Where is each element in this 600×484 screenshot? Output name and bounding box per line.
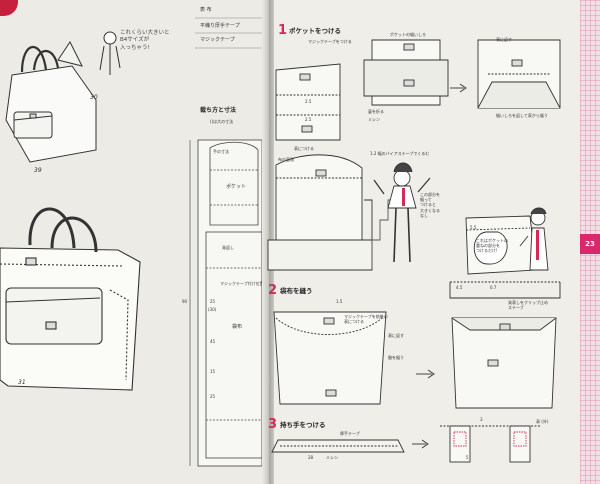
step1-note: マジックテープをつける	[308, 39, 352, 44]
bag-illustration-31	[0, 207, 141, 391]
girl-note: この部分を 縫って つけると 大きくなる なし	[420, 192, 440, 218]
step-title: 袋布を縫う	[280, 287, 313, 295]
bag-illustration-30	[5, 31, 121, 163]
material-row: マジックテープ	[200, 37, 235, 43]
step3-note: 表 (外)	[536, 419, 549, 424]
step3-dim: 3	[480, 417, 483, 422]
step1-note: 裏を折る	[368, 109, 384, 114]
material-row: 表 布	[200, 7, 212, 13]
step2-dim: 0.7	[490, 285, 497, 290]
step2-note: マジックテープを前後の 表につける	[344, 314, 388, 325]
step3-dim: 28	[308, 455, 314, 460]
step-number: 3	[268, 417, 278, 432]
dimension: 90	[182, 299, 188, 304]
step2-dim: 1.5	[336, 299, 343, 304]
cut-label-pocket: ポケット	[226, 184, 247, 190]
figure-number-30: 30	[90, 94, 98, 101]
step1-note: ポケットの縫いしろ	[390, 32, 426, 37]
step1-note: ミシン	[368, 117, 380, 122]
step2-note: 脇を縫う	[388, 355, 404, 360]
dimension: 25	[210, 299, 216, 304]
cutting-subtitle: ()は大の寸法	[210, 119, 234, 124]
speech-bubble: これはポケットの 重ねの部分を つけるだけ!	[476, 238, 508, 254]
step1-dim: 2.5	[305, 117, 312, 122]
step-title: 持ち手をつける	[280, 421, 326, 429]
step-number: 1	[278, 23, 288, 38]
cutting-title: 裁ち方と寸法	[200, 107, 237, 114]
step1-note: 表に返す	[496, 37, 512, 42]
step2-dim: 4.5	[456, 285, 463, 290]
step1-note: 布の裏側	[278, 157, 294, 162]
step3-note: ミシン	[326, 455, 338, 460]
figure-number-31: 31	[18, 379, 26, 386]
cut-label: 発返し	[222, 245, 234, 250]
step2-note: 発表しをクリップ止め ステーブ	[508, 300, 548, 311]
dimension: 45	[210, 339, 216, 344]
step-title: ポケットをつける	[289, 27, 341, 35]
step1-note: 表につける	[294, 146, 314, 151]
step3-note: 厚手テープ	[340, 431, 360, 436]
corner-mark	[0, 0, 18, 16]
dimension: (30)	[208, 307, 217, 312]
bag-callout: これくらい大きいと B4サイズが 入っちゃう!	[120, 30, 170, 51]
figure-number-39: 39	[34, 167, 42, 174]
step1-dim: 5.5	[470, 225, 477, 230]
step1-note: 縫いしろを返して表から縫う	[496, 113, 548, 118]
step1-dim: 2.5	[305, 99, 312, 104]
cut-label: 手の寸法	[213, 149, 229, 154]
dimension: 25	[210, 394, 216, 399]
step2-note: 表に返す	[388, 333, 404, 338]
material-row: 平織り厚手テープ	[200, 23, 240, 29]
cut-label-bag: 袋布	[232, 324, 243, 330]
dimension: 15	[210, 369, 216, 374]
step-number: 2	[268, 283, 278, 298]
step3-dim: 5	[466, 455, 469, 460]
step1-note: 1.2 幅のバイアステープでくるむ	[370, 151, 430, 156]
page-number-tab: 23	[580, 234, 600, 254]
cut-label: マジックテープ付け位置	[220, 281, 264, 286]
